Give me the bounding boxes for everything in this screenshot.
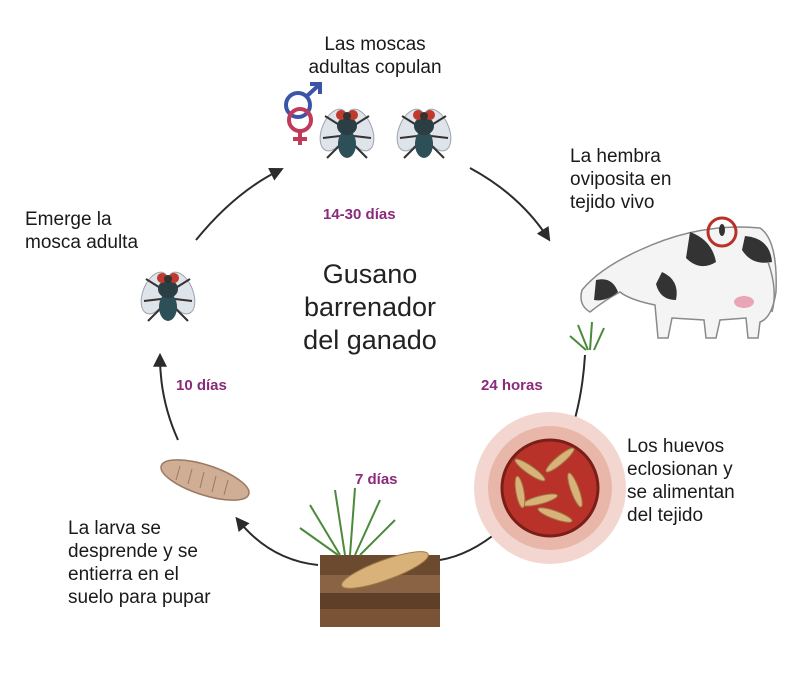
grass-icon <box>569 321 605 351</box>
duration-egg: 24 horas <box>481 377 543 394</box>
wound-icon <box>706 216 738 248</box>
wound-icon <box>474 412 626 564</box>
stage-label-mating: Las moscas adultas copulan <box>308 34 442 78</box>
stage-label-oviposit: La hembra oviposita en tejido vivo <box>570 146 672 213</box>
fly-icon <box>390 104 458 159</box>
duration-pupa: 10 días <box>176 377 227 394</box>
stage-label-larva-drop: La larva se desprende y se entierra en e… <box>68 518 211 608</box>
arrow-emerge-to-mating <box>195 168 284 241</box>
fly-icon <box>134 267 202 322</box>
arrow-larva-to-pupa <box>235 516 319 566</box>
grass-icon <box>299 487 396 556</box>
cow-icon <box>580 226 777 339</box>
arrow-mating-to-oviposit <box>469 167 551 242</box>
duration-larva: 7 días <box>355 471 398 488</box>
male-symbol-icon <box>284 82 322 119</box>
stage-label-hatch: Los huevos eclosionan y se alimentan del… <box>627 436 735 526</box>
pupa-icon <box>160 459 250 501</box>
female-symbol-icon <box>287 107 313 145</box>
stage-label-emerge: Emerge la mosca adulta <box>25 209 139 253</box>
arrow-pupa-to-emerge <box>153 352 179 441</box>
duration-adult: 14-30 días <box>323 206 396 223</box>
diagram-title: Gusano barrenador del ganado <box>303 259 437 355</box>
fly-icon <box>313 104 381 159</box>
soil-icon <box>320 551 440 627</box>
